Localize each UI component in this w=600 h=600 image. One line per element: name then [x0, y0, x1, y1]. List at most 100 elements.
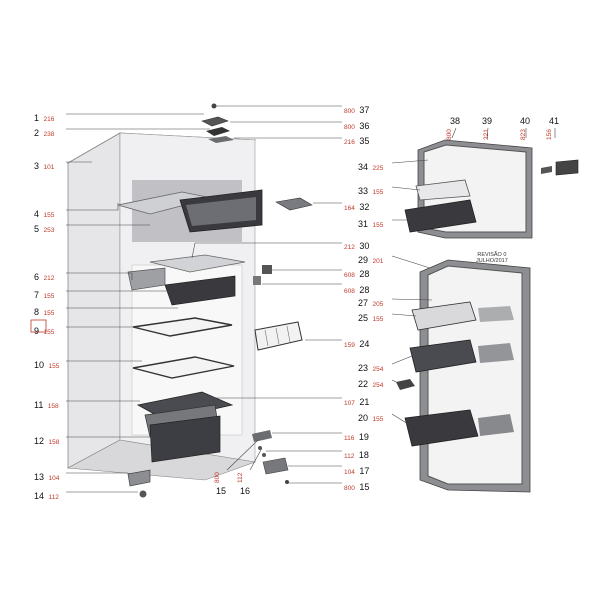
part-code: 164 [344, 205, 355, 212]
part-number: 29 [358, 255, 369, 265]
callout-right-23: 23 254 [358, 359, 383, 375]
freezer-door [404, 139, 533, 239]
part-code: 800 [344, 485, 355, 492]
part-number: 23 [358, 363, 369, 373]
part-number: 20 [358, 413, 369, 423]
part-code: 608 [344, 288, 355, 295]
part-number: 33 [358, 186, 369, 196]
leader-lines [66, 105, 556, 493]
part-code: 158 [48, 439, 60, 446]
callout-bottom-16: 16 [240, 486, 251, 496]
part-number: 28 [359, 269, 370, 279]
chiller-tray [127, 254, 246, 306]
part-number: 13 [34, 472, 45, 482]
callout-left-5: 5 253 [34, 220, 54, 236]
handle-screw [541, 166, 552, 174]
part-code: 107 [344, 400, 355, 407]
leader-line [486, 127, 489, 139]
part-number: 24 [359, 339, 370, 349]
part-code-41: 156 [546, 129, 553, 140]
part-code: 800 [344, 108, 355, 115]
callout-top-39: 39 [482, 116, 493, 126]
part-number: 17 [359, 466, 370, 476]
callout-right-17: 104 17 [344, 462, 369, 478]
callout-left-2: 2 238 [34, 124, 54, 140]
callout-right-35: 216 35 [344, 132, 369, 148]
part-code-15: 800 [214, 472, 221, 483]
part-code: 155 [43, 310, 55, 317]
part-code-38: 800 [446, 129, 453, 140]
callout-left-14: 14 112 [34, 487, 59, 503]
part-number: 31 [358, 219, 369, 229]
crisper [136, 391, 234, 463]
top-hinge-parts [201, 103, 234, 143]
highlight-box [30, 319, 47, 333]
part-number: 19 [358, 432, 369, 442]
revision-line-1: REVISÃO 0 [477, 252, 507, 258]
leader-line [226, 439, 259, 471]
callout-right-31: 31 155 [358, 215, 383, 231]
part-number: 25 [358, 313, 369, 323]
part-number: 34 [358, 162, 369, 172]
part-number: 37 [359, 105, 370, 115]
part-number: 1 [34, 113, 40, 123]
part-number: 14 [34, 491, 45, 501]
part-code-40: 823 [520, 129, 527, 140]
thermostat-knob [262, 265, 272, 274]
callout-right-30: 212 30 [344, 237, 369, 253]
callout-right-28a: 608 28 [344, 265, 369, 281]
callout-right-34: 34 225 [358, 158, 383, 174]
part-code: 800 [344, 124, 355, 131]
part-code: 155 [43, 293, 55, 300]
part-number: 12 [34, 436, 45, 446]
callout-left-10: 10 155 [34, 356, 59, 372]
callout-left-11: 11 158 [34, 396, 59, 412]
callout-right-27: 27 205 [358, 294, 383, 310]
callout-bottom-15: 15 [216, 486, 227, 496]
leader-line [191, 242, 196, 259]
part-number: 4 [34, 209, 40, 219]
part-code: 155 [372, 416, 384, 423]
small-rack [275, 197, 313, 211]
part-number: 35 [359, 136, 370, 146]
part-code: 212 [43, 275, 55, 282]
callout-right-29: 29 201 [358, 251, 383, 267]
callout-right-33: 33 155 [358, 182, 383, 198]
callout-left-8: 8 155 [34, 303, 54, 319]
part-code: 155 [48, 363, 60, 370]
leader-line [391, 186, 421, 191]
callout-left-1: 1 216 [34, 109, 54, 125]
revision-note: REVISÃO 0 JULHO/2017 [476, 252, 508, 264]
revision-line-2: JULHO/2017 [476, 258, 508, 265]
part-code: 159 [344, 342, 355, 349]
leader-line [451, 127, 457, 139]
thermostat-housing [253, 276, 261, 285]
callout-top-41: 41 [549, 116, 560, 126]
part-code: 205 [372, 301, 384, 308]
part-code-39: 221 [483, 129, 490, 140]
part-number: 28 [359, 285, 370, 295]
part-code: 116 [344, 435, 355, 442]
callout-left-13: 13 104 [34, 468, 59, 484]
part-code: 608 [344, 272, 355, 279]
callout-right-36: 800 36 [344, 117, 369, 133]
part-code: 238 [43, 131, 55, 138]
callout-top-40: 40 [520, 116, 531, 126]
part-code: 216 [43, 116, 55, 123]
part-code: 104 [344, 469, 355, 476]
callout-left-12: 12 158 [34, 432, 59, 448]
freezer-shelf [117, 189, 263, 233]
part-number: 27 [358, 298, 369, 308]
part-number: 21 [359, 397, 370, 407]
callout-right-25: 25 155 [358, 309, 383, 325]
part-code: 155 [372, 222, 384, 229]
callout-right-21: 107 21 [344, 393, 369, 409]
fridge-door [404, 259, 531, 493]
egg-tray [254, 321, 303, 351]
callout-left-9: 9 155 [34, 322, 54, 338]
leader-line [391, 355, 413, 365]
part-code: 201 [372, 258, 384, 265]
leader-line [391, 413, 409, 425]
part-code: 225 [372, 165, 384, 172]
